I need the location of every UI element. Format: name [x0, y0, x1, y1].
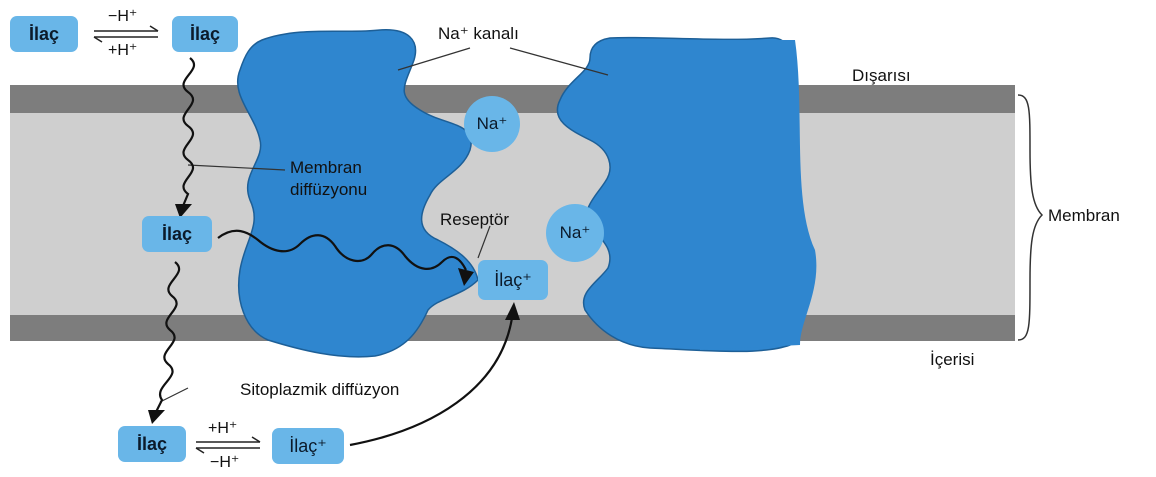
na-channel-label: Na⁺ kanalı	[438, 24, 519, 44]
drug-neutral-top-right: İlaç	[172, 16, 238, 52]
outside-label: Dışarısı	[852, 66, 911, 86]
top-equilibrium-reverse-label: +H⁺	[108, 40, 137, 60]
inside-label: İçerisi	[930, 350, 974, 370]
drug-charged-at-receptor: İlaç⁺	[478, 260, 548, 300]
bottom-equilibrium-forward-label: +H⁺	[208, 418, 237, 438]
receptor-label: Reseptör	[440, 210, 509, 230]
top-equilibrium-forward-label: −H⁺	[108, 6, 137, 26]
membrane-diffusion-label-line1: Membran	[290, 158, 362, 178]
bottom-equilibrium-arrows	[196, 437, 260, 453]
membrane-bracket	[1018, 95, 1042, 340]
na-ion-lower: Na⁺	[546, 204, 604, 262]
bottom-equilibrium-reverse-label: −H⁺	[210, 452, 239, 472]
na-ion-upper: Na⁺	[464, 96, 520, 152]
drug-neutral-top-left: İlaç	[10, 16, 78, 52]
cytoplasmic-diffusion-label: Sitoplazmik diffüzyon	[240, 380, 399, 400]
cytoplasmic-leader	[160, 388, 188, 402]
drug-neutral-cytoplasm: İlaç	[118, 426, 186, 462]
drug-neutral-in-membrane: İlaç	[142, 216, 212, 252]
membrane-label: Membran	[1048, 206, 1120, 226]
drug-charged-cytoplasm: İlaç⁺	[272, 428, 344, 464]
cytoplasmic-diffusion-arrowhead-lower	[148, 410, 165, 424]
membrane-diffusion-label-line2: diffüzyonu	[290, 180, 367, 200]
